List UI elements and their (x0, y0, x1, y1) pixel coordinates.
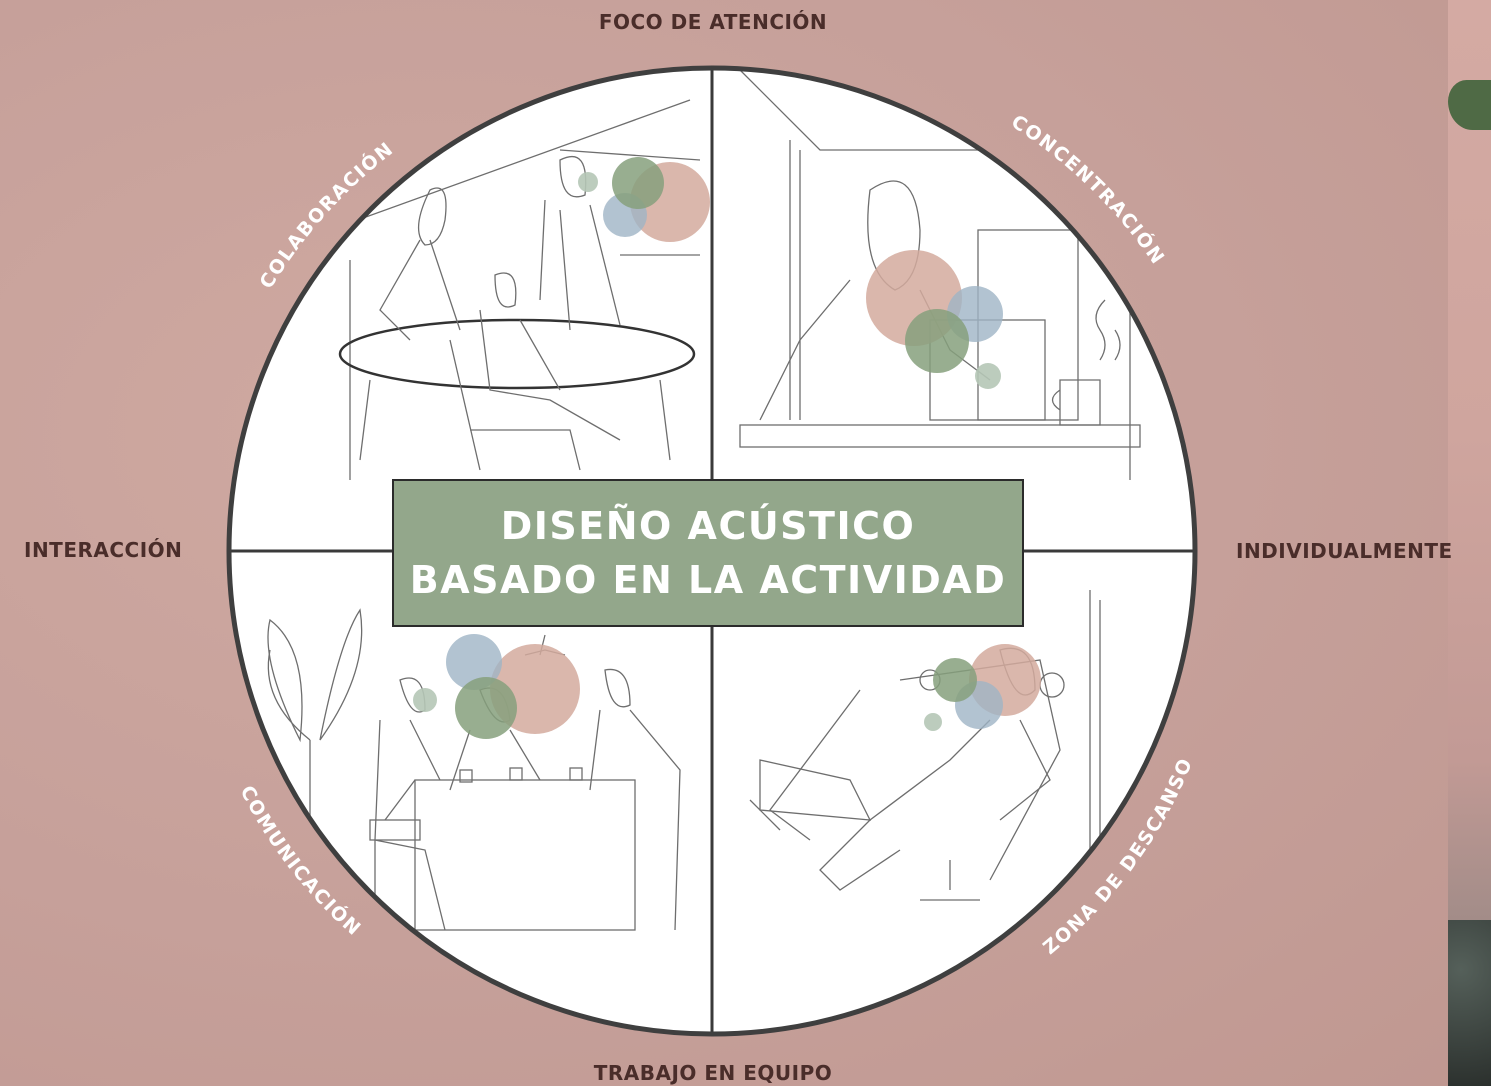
axis-label-left: INTERACCIÓN (24, 538, 183, 562)
axis-label-top: FOCO DE ATENCIÓN (598, 10, 828, 34)
title-line-1: DISEÑO ACÚSTICO (500, 504, 916, 548)
communication-sketch (267, 608, 681, 931)
wheel-outline (226, 65, 1198, 1037)
title-box: DISEÑO ACÚSTICO BASADO EN LA ACTIVIDAD (392, 479, 1024, 627)
sound-bubbles-bottom-left (413, 634, 580, 739)
axis-label-right: INDIVIDUALMENTE (1236, 539, 1453, 563)
title-line-2: BASADO EN LA ACTIVIDAD (409, 558, 1007, 602)
sound-bubbles-top-right (866, 250, 1003, 389)
plant-image (1448, 920, 1491, 1086)
side-photo-strip (1448, 0, 1491, 1086)
sound-bubbles-top-left (578, 157, 710, 242)
sound-bubbles-bottom-right (924, 644, 1041, 731)
leaf-image (1448, 80, 1491, 130)
collaboration-sketch (329, 99, 701, 480)
axis-label-bottom: TRABAJO EN EQUIPO (593, 1061, 833, 1085)
